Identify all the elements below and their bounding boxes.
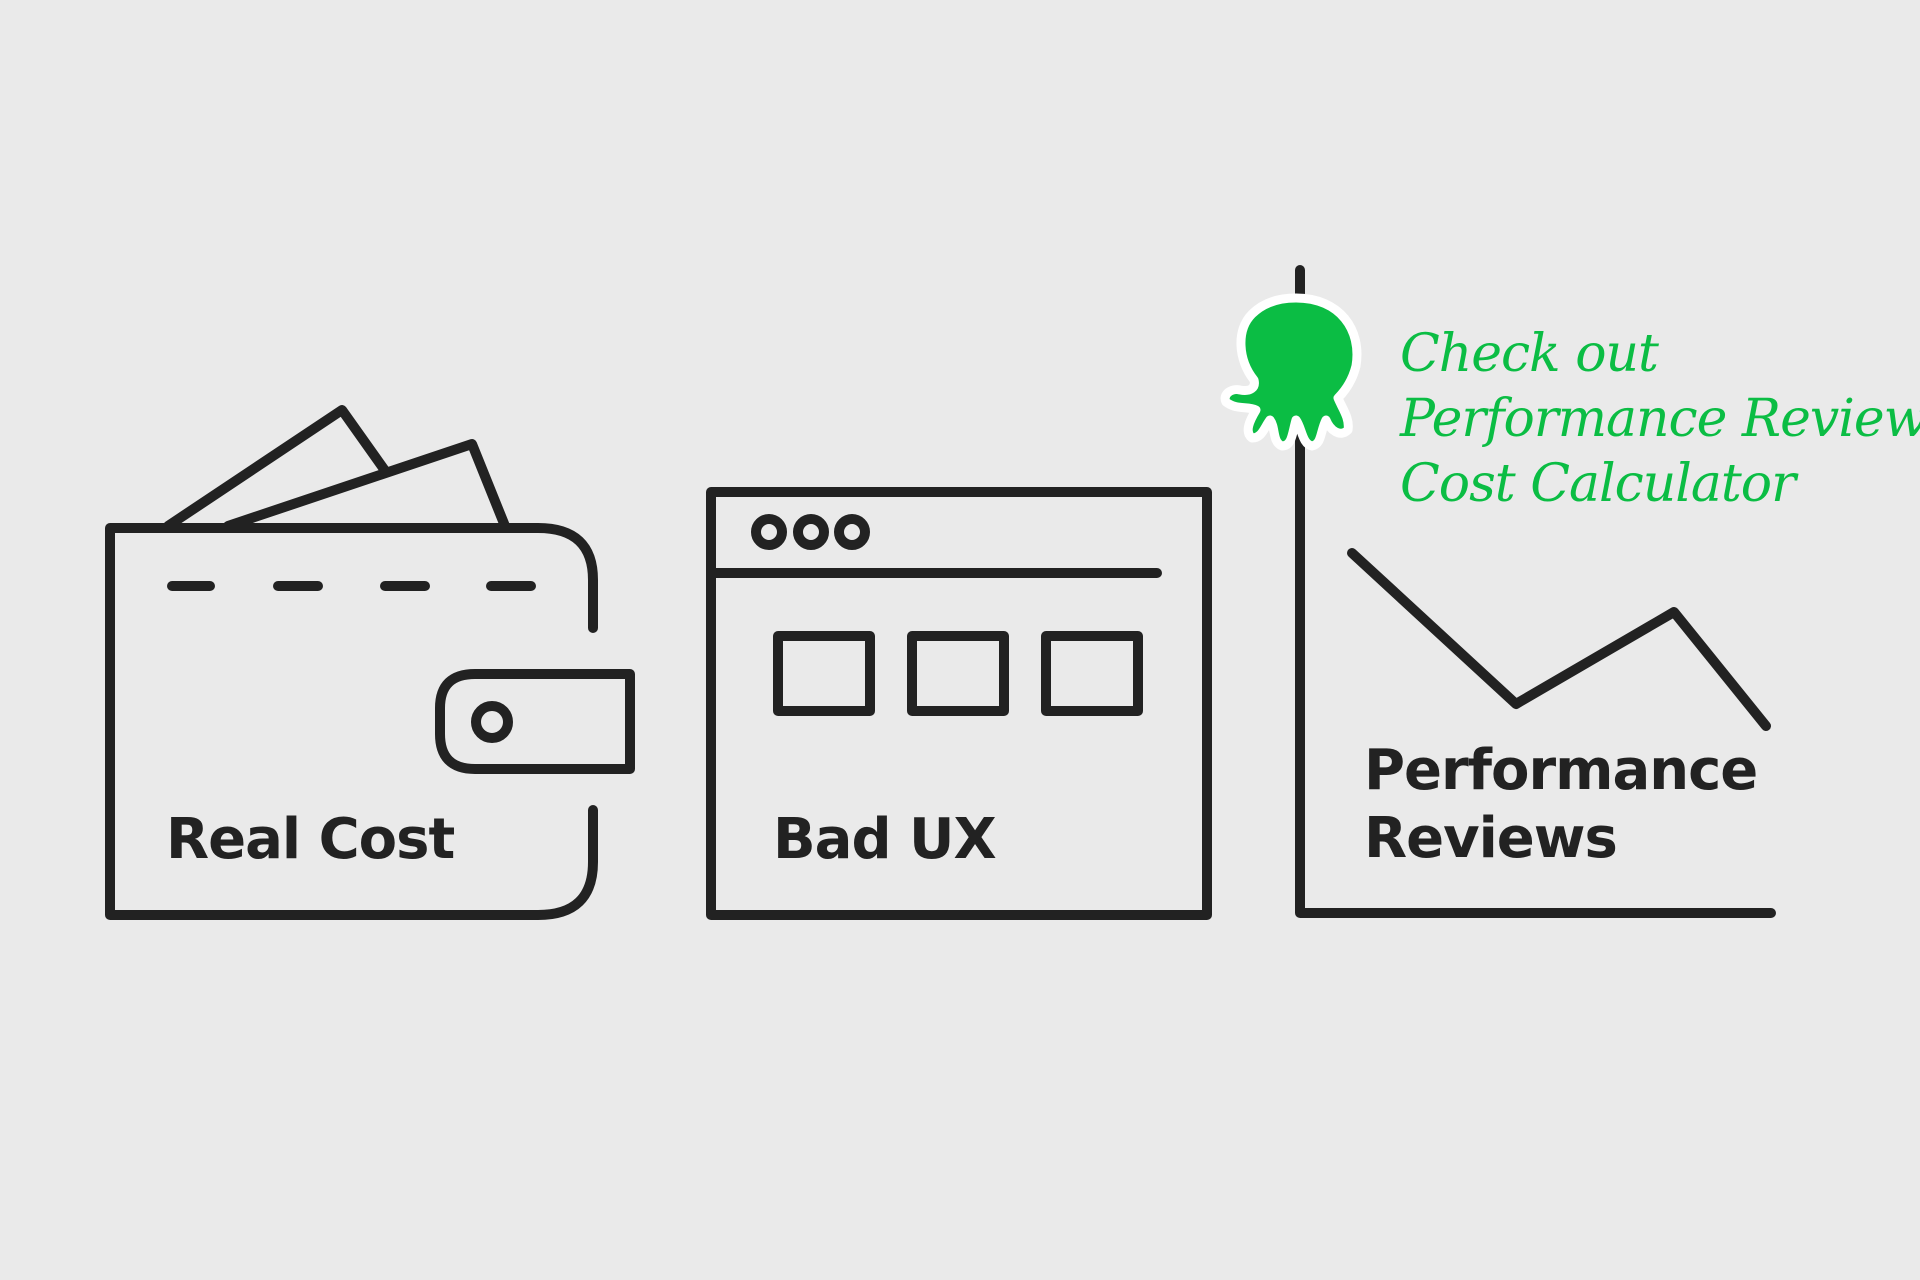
wallet-label: Real Cost [166,807,455,872]
chart-line [1347,548,1771,731]
wallet-clasp-button [471,701,513,743]
chart-axes [1295,265,1776,918]
octopus-mascot-icon [1220,293,1362,451]
wallet-card-back [163,405,391,531]
wallet-clasp [435,669,635,774]
browser-window-icon [706,487,1212,920]
line-chart-icon [1295,265,1776,918]
calculator-callout-link[interactable]: Check out Performance Review Cost Calcul… [1400,322,1920,517]
callout-line2: Performance Review [1400,389,1920,449]
callout-line3: Cost Calculator [1400,454,1796,514]
wallet-icon [105,405,635,920]
browser-frame [706,487,1212,920]
browser-dot [751,514,787,550]
chart-label-line2: Reviews [1364,806,1618,871]
browser-dot [834,514,870,550]
browser-tile [773,631,875,716]
chart-label-line1: Performance [1364,738,1758,803]
browser-label: Bad UX [773,807,997,872]
browser-tile [907,631,1009,716]
browser-tile [1041,631,1143,716]
wallet-body [105,523,598,920]
chart-label: Performance Reviews [1364,737,1758,873]
wallet-card-front [223,439,510,531]
callout-line1: Check out [1400,324,1659,384]
browser-dot [793,514,829,550]
